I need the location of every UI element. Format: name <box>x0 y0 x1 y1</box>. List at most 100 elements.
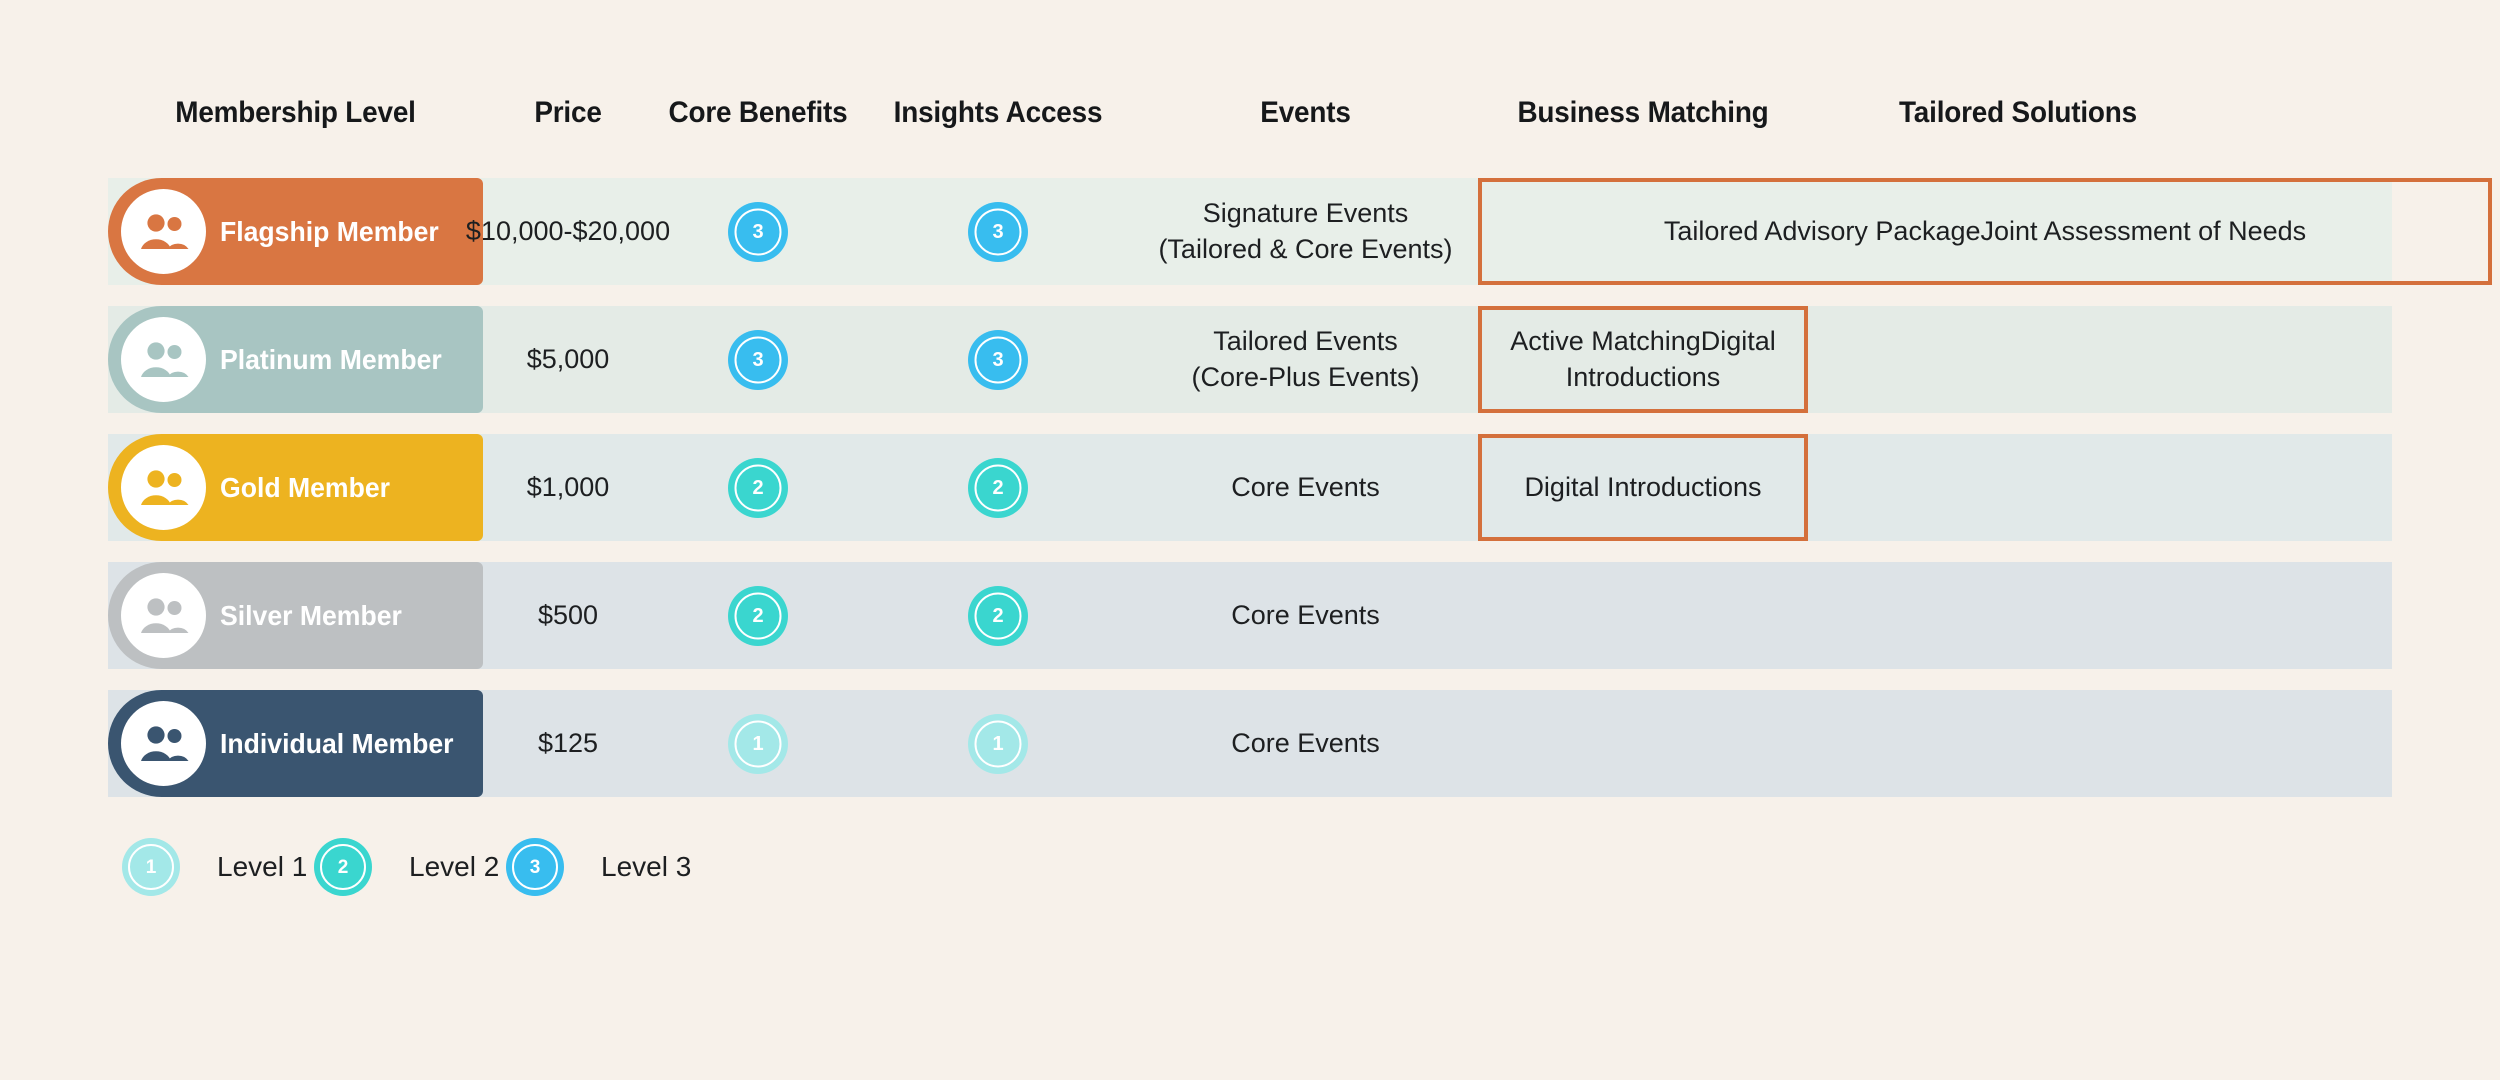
badge-level-number: 3 <box>992 220 1004 243</box>
badge-level-number: 3 <box>752 220 764 243</box>
legend-item-level-1: 1 Level 1 <box>122 832 307 902</box>
price-cell: $1,000 <box>483 434 653 541</box>
legend-item-level-2: 2 Level 2 <box>314 832 499 902</box>
business-matching-callout[interactable]: Active MatchingDigital Introductions <box>1478 306 1808 413</box>
badge-level-number: 2 <box>337 856 349 878</box>
legend-badge-level-3[interactable]: 3 <box>506 838 564 896</box>
row-background <box>108 690 2392 797</box>
badge-level-number: 2 <box>992 476 1004 499</box>
membership-level-label: Silver Member <box>220 599 402 631</box>
column-header-events: Events <box>1260 96 1351 129</box>
row-background <box>108 178 2392 285</box>
membership-level-label: Gold Member <box>220 471 390 503</box>
events-cell: Signature Events (Tailored & Core Events) <box>1133 178 1478 285</box>
table-row: Flagship Member $10,000-$20,000 3 3 Signatur… <box>108 178 2492 285</box>
row-background <box>108 306 2392 413</box>
people-icon <box>121 445 206 530</box>
business-matching-callout[interactable]: Tailored Advisory PackageJoint Assessmen… <box>1478 178 2492 285</box>
table-body: Flagship Member $10,000-$20,000 3 3 Signatur… <box>108 178 2492 798</box>
badge-level-number: 2 <box>992 604 1004 627</box>
badge-ring <box>320 844 366 890</box>
membership-level-label: Individual Member <box>220 727 454 759</box>
callout-line-1: Active Matching <box>1510 326 1701 357</box>
legend-badge-level-1[interactable]: 1 <box>122 838 180 896</box>
row-background <box>108 562 2392 669</box>
price-value: $5,000 <box>526 343 610 374</box>
badge-level-number: 2 <box>752 476 764 499</box>
callout-line-2: Digital Introductions <box>1565 326 1776 392</box>
badge-ring <box>512 844 558 890</box>
insights-access-level-badge[interactable]: 3 <box>968 329 1028 390</box>
badge-ring <box>734 208 782 255</box>
column-header-tailored-solutions: Tailored Solutions <box>1899 96 2137 129</box>
core-benefits-level-badge[interactable]: 3 <box>728 329 788 390</box>
insights-access-level-badge[interactable]: 2 <box>968 585 1028 646</box>
membership-pill-flagship[interactable]: Flagship Member <box>108 178 483 285</box>
price-cell: $5,000 <box>483 306 653 413</box>
price-cell: $10,000-$20,000 <box>466 178 670 285</box>
people-icon <box>121 189 206 274</box>
events-line-1: Signature Events <box>1202 198 1409 229</box>
price-value: $10,000-$20,000 <box>465 215 671 246</box>
callout-line-1: Tailored Advisory Package <box>1663 215 1981 246</box>
membership-pill-silver[interactable]: Silver Member <box>108 562 483 669</box>
events-line-1: Core Events <box>1231 727 1380 758</box>
badge-level-number: 2 <box>752 604 764 627</box>
badge-level-number: 3 <box>992 348 1004 371</box>
legend-label: Level 1 <box>217 851 308 882</box>
column-header-business-matching: Business Matching <box>1517 96 1769 129</box>
price-cell: $500 <box>483 562 653 669</box>
column-header-price: Price <box>534 96 602 129</box>
badge-level-number: 3 <box>752 348 764 371</box>
badge-ring <box>974 208 1022 255</box>
table-row: Gold Member $1,000 2 2 Core Events Digital In… <box>108 434 2392 541</box>
price-value: $1,000 <box>526 471 610 502</box>
legend-item-level-3: 3 Level 3 <box>506 832 691 902</box>
core-benefits-level-badge[interactable]: 2 <box>728 585 788 646</box>
badge-ring <box>128 844 174 890</box>
badge-level-number: 1 <box>145 856 157 878</box>
table-row: Individual Member $125 1 1 Core Events <box>108 690 2392 797</box>
insights-access-level-badge[interactable]: 3 <box>968 201 1028 262</box>
events-cell: Core Events <box>1133 690 1478 797</box>
badge-level-number: 1 <box>992 732 1004 755</box>
badge-ring <box>734 464 782 511</box>
badge-level-number: 1 <box>752 732 764 755</box>
core-benefits-level-badge[interactable]: 3 <box>728 201 788 262</box>
events-cell: Core Events <box>1133 434 1478 541</box>
badge-ring <box>974 720 1022 767</box>
membership-level-label: Flagship Member <box>220 215 439 247</box>
row-background <box>108 434 2392 541</box>
events-line-1: Tailored Events <box>1213 326 1398 357</box>
core-benefits-level-badge[interactable]: 1 <box>728 713 788 774</box>
column-header-insights-access: Insights Access <box>893 96 1103 129</box>
membership-pill-gold[interactable]: Gold Member <box>108 434 483 541</box>
price-cell: $125 <box>483 690 653 797</box>
table-row: Platinum Member $5,000 3 3 Tailored Events (C… <box>108 306 2392 413</box>
legend-label: Level 2 <box>409 851 500 882</box>
membership-pill-platinum[interactable]: Platinum Member <box>108 306 483 413</box>
events-line-2: (Core-Plus Events) <box>1191 361 1420 392</box>
badge-ring <box>974 592 1022 639</box>
membership-level-label: Platinum Member <box>220 343 442 375</box>
business-matching-callout[interactable]: Digital Introductions <box>1478 434 1808 541</box>
column-header-core-benefits: Core Benefits <box>668 96 848 129</box>
people-icon <box>121 701 206 786</box>
insights-access-level-badge[interactable]: 2 <box>968 457 1028 518</box>
badge-level-number: 3 <box>529 856 541 878</box>
people-icon <box>121 317 206 402</box>
callout-line-1: Digital Introductions <box>1524 471 1762 502</box>
events-line-2: (Tailored & Core Events) <box>1158 233 1453 264</box>
membership-pill-individual[interactable]: Individual Member <box>108 690 483 797</box>
events-line-1: Core Events <box>1231 599 1380 630</box>
legend-badge-level-2[interactable]: 2 <box>314 838 372 896</box>
badge-ring <box>734 592 782 639</box>
events-cell: Tailored Events (Core-Plus Events) <box>1133 306 1478 413</box>
legend-label: Level 3 <box>601 851 692 882</box>
price-value: $500 <box>537 599 599 630</box>
insights-access-level-badge[interactable]: 1 <box>968 713 1028 774</box>
badge-ring <box>974 336 1022 383</box>
core-benefits-level-badge[interactable]: 2 <box>728 457 788 518</box>
price-value: $125 <box>537 727 599 758</box>
column-header-membership-level: Membership Level <box>175 96 416 129</box>
